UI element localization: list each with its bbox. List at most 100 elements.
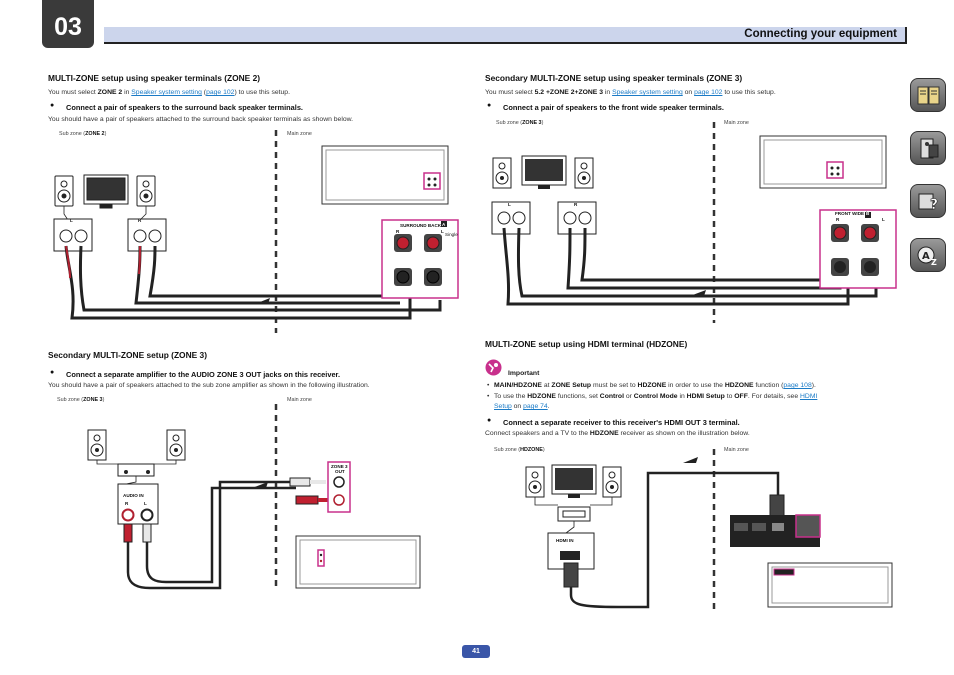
text: To use the <box>494 393 528 400</box>
zone3-amp-heading: Secondary MULTI-ZONE setup (ZONE 3) <box>48 350 207 360</box>
page-102-link[interactable]: page 102 <box>206 89 235 96</box>
text: ) <box>102 397 105 403</box>
text: ). <box>811 382 816 389</box>
troubleshooting-icon[interactable]: ? <box>910 184 946 218</box>
text: to <box>724 393 735 400</box>
hdzone-diagram: HDMI IN <box>478 445 898 615</box>
terminal-r-label: R <box>836 217 840 222</box>
text: . For details, see <box>747 393 800 400</box>
page-102-link[interactable]: page 102 <box>694 89 723 96</box>
right-speaker <box>136 175 156 207</box>
zone2-heading: MULTI-ZONE setup using speaker terminals… <box>48 73 261 83</box>
audio-in-label: AUDIO IN <box>123 493 144 498</box>
text: Sub zone ( <box>494 447 521 453</box>
hdzone-heading: MULTI-ZONE setup using HDMI terminal (HD… <box>485 339 688 349</box>
text: Control <box>599 393 624 400</box>
text: HDZONE <box>589 430 619 437</box>
important-title: Important <box>508 370 540 377</box>
speaker-right-label: R <box>574 202 578 207</box>
speaker-left-label: L <box>508 202 511 207</box>
hdmi-setup-link[interactable]: HDMI <box>800 393 818 400</box>
main-zone-label: Main zone <box>724 120 749 126</box>
tv <box>83 174 129 209</box>
page-74-link[interactable]: page 74 <box>523 403 548 410</box>
book-icon[interactable] <box>910 78 946 112</box>
single-label: Single <box>445 232 458 237</box>
sub-zone-label: Sub zone (HDZONE) <box>494 447 545 453</box>
text: HDZONE <box>527 393 556 400</box>
terminal-badge: A <box>442 222 446 227</box>
audio-in-l-label: L <box>144 501 147 506</box>
text: functions, set <box>555 393 600 400</box>
zone3-out-label: ZONE 3 <box>331 464 348 469</box>
page-number: 41 <box>462 645 490 658</box>
main-zone-label: Main zone <box>287 397 312 403</box>
text: Sub zone ( <box>59 131 86 137</box>
text: in <box>122 89 132 96</box>
important-item-2: To use the HDZONE functions, set Control… <box>487 393 818 400</box>
zone2-description: You should have a pair of speakers attac… <box>48 116 354 123</box>
section-header-bar: Connecting your equipment <box>104 27 907 44</box>
hdmi-setup-link-2[interactable]: Setup <box>494 403 512 410</box>
chapter-tab: 03 <box>42 0 94 48</box>
settings-remote-icon[interactable] <box>910 131 946 165</box>
section-title: Connecting your equipment <box>744 28 897 40</box>
zone3-terminals-diagram: L R FRONT WIDE / B R L <box>478 118 898 328</box>
zone3-terminals-heading: Secondary MULTI-ZONE setup using speaker… <box>485 73 743 83</box>
text: OFF <box>734 393 748 400</box>
text: ) <box>542 447 545 453</box>
text: HDZONE <box>724 382 754 389</box>
text: in <box>677 393 687 400</box>
text: MAIN/HDZONE <box>494 382 542 389</box>
zone2-requirement: You must select ZONE 2 in Speaker system… <box>48 89 290 96</box>
zone3-requirement: You must select 5.2 +ZONE 2+ZONE 3 in Sp… <box>485 89 776 96</box>
chapter-number: 03 <box>54 13 82 41</box>
left-speaker <box>54 175 74 207</box>
front-wide-label: FRONT WIDE / <box>835 211 867 216</box>
terminal-l-label: L <box>441 229 444 234</box>
text: Sub zone ( <box>57 397 84 403</box>
zone2-bullet: Connect a pair of speakers to the surrou… <box>50 102 303 112</box>
text: in <box>603 89 613 96</box>
text: on <box>511 403 524 410</box>
speaker-system-setting-link[interactable]: Speaker system setting <box>612 89 683 96</box>
text: ZONE 2 <box>85 131 105 137</box>
text: ) <box>541 120 544 126</box>
text: function ( <box>753 382 784 389</box>
text: You must select <box>485 89 535 96</box>
main-zone-label: Main zone <box>287 131 312 137</box>
text: You must select <box>48 89 98 96</box>
text: HDZONE <box>520 447 543 453</box>
text: or <box>623 393 634 400</box>
page-108-link[interactable]: page 108 <box>783 382 812 389</box>
important-icon <box>485 359 502 376</box>
sub-zone-label: Sub zone (ZONE 3) <box>57 397 104 403</box>
text: Control Mode <box>633 393 678 400</box>
audio-in-r-label: R <box>125 501 129 506</box>
text: ) <box>104 131 107 137</box>
zone3-out-label-2: OUT <box>335 469 345 474</box>
text: ZONE 3 <box>522 120 542 126</box>
zone3-amp-bullet: Connect a separate amplifier to the AUDI… <box>50 369 340 379</box>
text: must be set to <box>591 382 638 389</box>
zone3-terminals-bullet: Connect a pair of speakers to the front … <box>487 102 724 112</box>
sub-zone-label: Sub zone (ZONE 3) <box>496 120 543 126</box>
speaker-right-label: R <box>138 218 142 223</box>
text: to use this setup. <box>722 89 776 96</box>
hdzone-description: Connect speakers and a TV to the HDZONE … <box>485 430 750 437</box>
text: on <box>682 89 695 96</box>
svg-text:?: ? <box>930 197 938 213</box>
speaker-system-setting-link[interactable]: Speaker system setting <box>131 89 202 96</box>
zone3-amp-diagram: AUDIO IN R L ZONE 3 OUT <box>40 400 460 600</box>
zone2-diagram: L R SURROUND BACK A R L Single <box>40 128 460 338</box>
text: ) to use this setup. <box>234 89 290 96</box>
text: receiver as shown on the illustration be… <box>618 430 750 437</box>
text: HDMI Setup <box>686 393 725 400</box>
text: in order to use the <box>666 382 725 389</box>
text: ZONE 3 <box>83 397 103 403</box>
surround-back-label: SURROUND BACK <box>400 223 442 228</box>
hdzone-bullet: Connect a separate receiver to this rece… <box>487 417 740 427</box>
zone2-setting: ZONE 2 <box>97 89 123 96</box>
important-item-2-cont: Setup on page 74. <box>494 403 550 410</box>
